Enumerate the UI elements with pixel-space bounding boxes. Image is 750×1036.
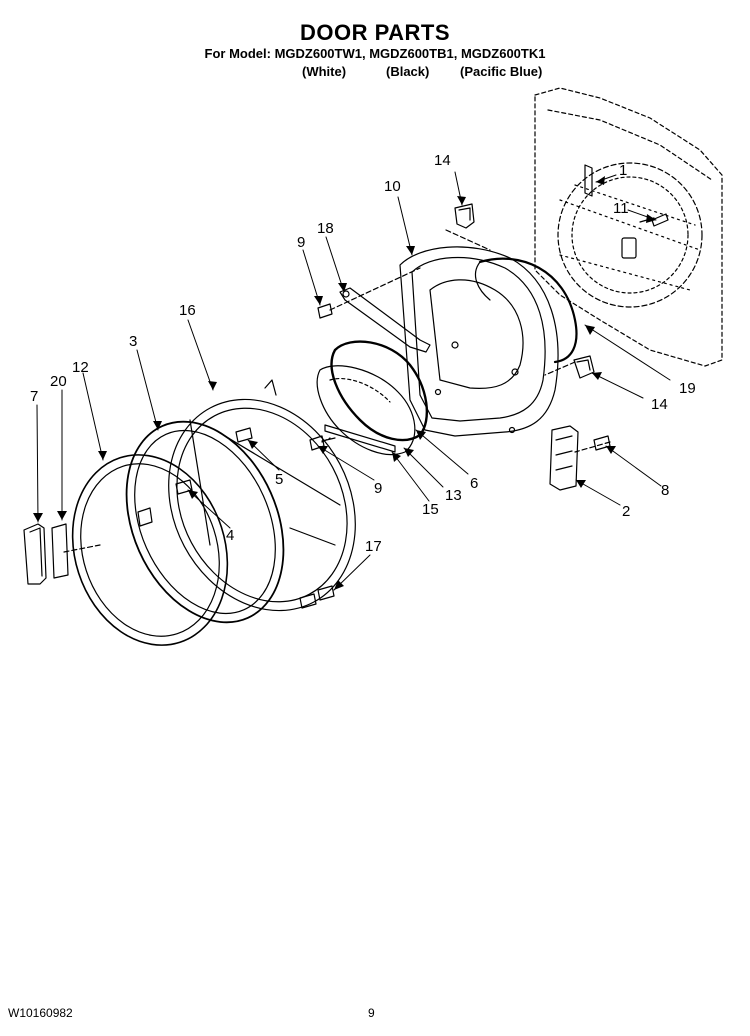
screws-17	[299, 585, 335, 609]
label-20	[51, 523, 69, 579]
door-handle-7	[23, 523, 47, 585]
inner-glass-13	[316, 365, 416, 456]
screw-5	[235, 427, 253, 443]
color-variants: (White) (Black) (Pacific Blue)	[0, 64, 750, 82]
assembly-lines	[63, 229, 611, 553]
callout-11: 11	[613, 200, 629, 217]
screw-4	[175, 479, 193, 495]
gasket-19	[475, 257, 578, 364]
page-number: 9	[368, 1006, 375, 1020]
door-frame-16	[168, 379, 356, 612]
callout-5: 5	[275, 471, 283, 488]
callout-9-lower: 9	[374, 480, 382, 497]
callout-13: 13	[445, 487, 462, 504]
model-list: For Model: MGDZ600TW1, MGDZ600TB1, MGDZ6…	[204, 46, 546, 61]
window-gasket-6	[330, 340, 428, 442]
callout-14-lower: 14	[651, 396, 668, 413]
callout-12: 12	[72, 359, 89, 376]
callout-1: 1	[619, 162, 627, 179]
callout-18: 18	[317, 220, 334, 237]
variant-pacific-blue: (Pacific Blue)	[460, 64, 543, 79]
bracket-15	[324, 424, 396, 453]
outer-door-12	[71, 454, 229, 646]
screw-9-upper	[317, 303, 333, 319]
variant-black: (Black)	[386, 64, 430, 79]
door-trim-3	[125, 420, 285, 624]
callout-3: 3	[129, 333, 137, 350]
callout-4: 4	[226, 527, 234, 544]
callout-16: 16	[179, 302, 196, 319]
callout-14-upper: 14	[434, 152, 451, 169]
callout-15: 15	[422, 501, 439, 518]
hinge-2	[549, 425, 579, 491]
hinge-18	[339, 287, 431, 353]
callout-10: 10	[384, 178, 401, 195]
callout-8: 8	[661, 482, 669, 499]
callout-20: 20	[50, 373, 67, 390]
document-number: W10160982	[8, 1006, 73, 1020]
callout-6: 6	[470, 475, 478, 492]
hinge-clip-14-upper	[454, 203, 475, 229]
page-title: DOOR PARTS	[299, 20, 451, 45]
callout-19: 19	[679, 380, 696, 397]
callout-7: 7	[30, 388, 38, 405]
callout-labels: 1 2 3 4 5 6 7 8 9 9 10 11 12 13 14 14 15…	[30, 152, 696, 555]
callout-2: 2	[622, 503, 630, 520]
callout-9-upper: 9	[297, 234, 305, 251]
leader-arrowheads	[33, 176, 656, 590]
dryer-front-panel	[534, 87, 723, 367]
hinge-clip-14-lower	[573, 355, 595, 379]
inner-door-panel-10	[399, 246, 559, 437]
variant-white: (White)	[302, 64, 347, 79]
callout-17: 17	[365, 538, 382, 555]
